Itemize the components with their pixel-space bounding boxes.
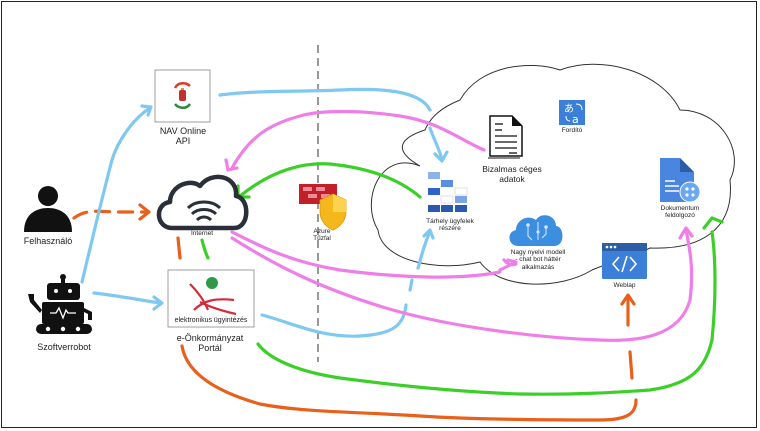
arrowhead-internet-docproc bbox=[678, 226, 694, 240]
llm-label: Nagy nyelvi modell - chat bot háttér alk… bbox=[510, 249, 566, 271]
cloud-wifi-icon bbox=[156, 174, 249, 231]
connector-nav-storage bbox=[218, 87, 432, 112]
docproc-label: Dokumentum feldolgozó bbox=[660, 205, 700, 220]
ai-cloud-icon bbox=[509, 215, 563, 246]
arrowhead-eportal-storage bbox=[422, 228, 435, 240]
nav-label: NAV Online API bbox=[159, 126, 207, 147]
connector-eportal-docproc bbox=[256, 230, 717, 396]
arrowhead-user-internet bbox=[138, 203, 151, 221]
connector-eportal-weblap-2 bbox=[628, 350, 634, 380]
svg-text:あ: あ bbox=[564, 103, 574, 115]
connector-internet-llm bbox=[230, 230, 502, 279]
firewall-shield-icon bbox=[299, 184, 347, 231]
arrowhead-internet-llm-2 bbox=[498, 258, 518, 272]
internet-label: Internet bbox=[190, 230, 214, 237]
connector-user-internet bbox=[72, 209, 148, 220]
translator-icon: あ a bbox=[559, 100, 585, 126]
arrowhead-eportal-weblap bbox=[620, 293, 636, 306]
arrowhead-eportal-docproc bbox=[702, 216, 724, 230]
connector-robot-eportal bbox=[92, 291, 162, 305]
arrowhead-confidential-internet bbox=[224, 158, 239, 172]
user-label: Felhasználó bbox=[23, 236, 73, 246]
connector-storage-internet bbox=[238, 162, 422, 199]
connector-nav-storage-2 bbox=[428, 126, 444, 162]
robot-icon bbox=[28, 274, 92, 334]
connector-internet-docproc bbox=[230, 228, 694, 342]
code-window-icon bbox=[602, 243, 647, 279]
eportal-logo-text: elektronikus ügyintézés bbox=[174, 317, 248, 324]
connector-eportal-storage-3 bbox=[416, 230, 432, 270]
firewall-label: Azure Tűzfal bbox=[313, 228, 331, 243]
arrowhead-robot-eportal bbox=[152, 295, 164, 311]
connector-internet-stub-orange bbox=[176, 236, 182, 260]
arrowhead-nav-storage bbox=[433, 150, 449, 163]
e-ugyintezes-logo-icon bbox=[189, 277, 237, 316]
connector-internet-stub-green bbox=[200, 238, 210, 260]
storage-grid-icon bbox=[428, 172, 468, 212]
connector-eportal-weblap bbox=[180, 344, 638, 422]
eportal-label: e-Önkormányzat Portál bbox=[176, 333, 244, 354]
translator-label: Fordító bbox=[561, 127, 583, 134]
connector-eportal-storage-2 bbox=[408, 278, 414, 292]
confidential-label: Bizalmas céges adatok bbox=[482, 164, 542, 184]
connector-robot-nav bbox=[80, 106, 152, 284]
weblap-label: Weblap bbox=[613, 282, 636, 289]
svg-text:a: a bbox=[572, 113, 579, 126]
nav-logo-icon bbox=[173, 82, 192, 109]
document-processor-icon bbox=[660, 158, 701, 203]
document-icon bbox=[488, 115, 523, 159]
connector-confidential-internet bbox=[230, 109, 486, 170]
person-icon bbox=[24, 186, 72, 232]
storage-label: Tárhely ügyfelek részére bbox=[426, 218, 474, 233]
connector-eportal-storage bbox=[260, 303, 408, 338]
robot-label: Szoftverrobot bbox=[37, 342, 91, 352]
arrowhead-robot-nav bbox=[140, 104, 153, 117]
